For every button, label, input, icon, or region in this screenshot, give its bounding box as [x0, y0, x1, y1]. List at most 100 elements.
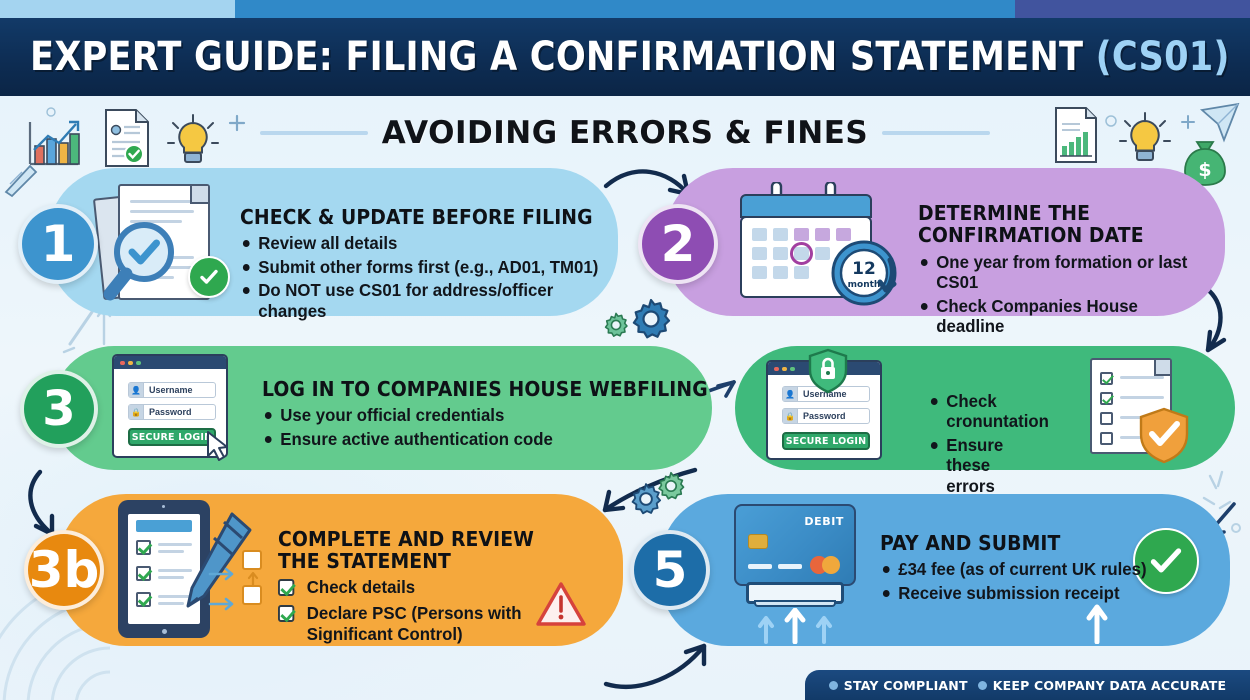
step-number-5: 5: [630, 530, 710, 610]
warning-triangle-icon: [536, 582, 586, 626]
calendar-cell: [794, 266, 809, 279]
calendar-illustration: 12 month: [738, 182, 908, 306]
footer-dot-icon: [828, 680, 838, 690]
user-icon: 👤: [783, 387, 798, 401]
step-4-heading: COMPLETE AND REVIEW THE STATEMENT: [278, 528, 598, 573]
gear-icon: [658, 471, 685, 500]
password-field[interactable]: 🔒 Password: [128, 404, 216, 420]
calendar-cell: [815, 247, 830, 260]
bullet-item: One year from formation or last CS01: [918, 252, 1206, 293]
bullet-item: Review all details: [240, 233, 605, 253]
footer-label: KEEP COMPANY DATA ACCURATE: [992, 677, 1227, 693]
check-label: Declare PSC (Persons with Significant Co…: [306, 602, 522, 644]
shield-lock-icon: [808, 348, 848, 394]
tablet-checklist-pen-illustration: [118, 500, 293, 640]
accent-segment-indigo: [1015, 0, 1250, 22]
step-number-3: 3: [20, 370, 98, 448]
doc-folded-corner: [1154, 360, 1170, 376]
tablet-line: [158, 602, 184, 605]
card-reader-base: [754, 600, 836, 607]
flow-to-checkbox-arrow: [208, 567, 234, 611]
accent-segment-light: [0, 0, 235, 22]
footer-bar: STAY COMPLIANT KEEP COMPANY DATA ACCURAT…: [805, 670, 1250, 700]
calendar-cell: [836, 228, 851, 241]
checklist-shield-illustration: [1082, 358, 1192, 464]
page-title-main: EXPERT GUIDE: FILING A CONFIRMATION STAT…: [30, 34, 1084, 80]
subtitle-row: AVOIDING ERRORS & FINES: [0, 102, 1250, 164]
card-number-stripe: [748, 564, 772, 569]
page-title-code: (CS01): [1095, 34, 1230, 80]
success-check-badge: [188, 256, 230, 298]
tablet-camera-dot: [162, 505, 165, 508]
tablet-line: [158, 569, 192, 572]
on-time-check-badge: [1133, 528, 1199, 594]
calendar-cell: [773, 228, 788, 241]
step-1-heading: CHECK & UPDATE BEFORE FILING: [240, 205, 593, 229]
username-placeholder: Username: [149, 385, 193, 395]
secure-login-button[interactable]: SECURE LOGIN: [128, 428, 216, 446]
calendar-body: [740, 216, 872, 298]
lock-icon: 🔒: [129, 405, 144, 419]
lock-icon: 🔒: [783, 409, 798, 423]
step-2-bullets: One year from formation or last CS01 Che…: [918, 252, 1218, 337]
cycle-unit: month: [848, 280, 881, 290]
subtitle-text: AVOIDING ERRORS & FINES: [381, 115, 869, 151]
flow-arrow-4-to-5: [603, 643, 707, 689]
step-3-bullets: Use your official credentials Ensure act…: [262, 405, 702, 449]
password-placeholder: Password: [149, 407, 192, 417]
doc-text-line: [130, 210, 194, 213]
step-number-1: 1: [18, 204, 98, 284]
checklist-box-checked: [1100, 372, 1113, 385]
tablet-line: [158, 543, 192, 546]
tablet-line: [158, 576, 184, 579]
check-icon: [278, 578, 295, 596]
step-2-heading: DETERMINE THE CONFIRMATION DATE: [918, 202, 1200, 247]
subtitle-rule-right: [882, 131, 991, 135]
twelve-month-cycle-icon: 12 month: [831, 240, 897, 306]
step-1-text: CHECK & UPDATE BEFORE FILING Review all …: [240, 206, 620, 324]
card-chip-icon: [748, 534, 768, 549]
checklist-line: [1120, 376, 1164, 379]
page-title: EXPERT GUIDE: FILING A CONFIRMATION STAT…: [30, 34, 1230, 80]
step-4-text: COMPLETE AND REVIEW THE STATEMENT Check …: [278, 528, 618, 650]
tablet-check-box: [136, 566, 151, 581]
window-dot-red: [774, 366, 779, 371]
calendar-cell: [773, 247, 788, 260]
check-icon: [278, 604, 295, 622]
calendar-cell: [752, 247, 767, 260]
check-item: Check details: [278, 577, 604, 598]
orange-check-box: [242, 585, 262, 605]
browser-window: 👤 Username 🔒 Password SECURE LOGIN: [112, 354, 228, 458]
orange-check-box: [242, 550, 262, 570]
step-5-text: PAY AND SUBMIT £34 fee (as of current UK…: [880, 532, 1220, 606]
doc-text-line: [130, 200, 194, 203]
step-1-bullets: Review all details Submit other forms fi…: [240, 233, 620, 321]
tablet-check-box: [136, 592, 151, 607]
secure-login-button[interactable]: SECURE LOGIN: [782, 432, 870, 450]
step-5-heading: PAY AND SUBMIT: [880, 531, 1061, 555]
footer-dot-icon: [977, 680, 987, 690]
password-field[interactable]: 🔒 Password: [782, 408, 870, 424]
payment-up-arrows-icon: [758, 608, 832, 644]
footer-label: STAY COMPLIANT: [843, 677, 968, 693]
up-arrow-icon: [247, 571, 259, 588]
footer-item-1: STAY COMPLIANT: [828, 677, 968, 693]
bullet-item: Ensure these errors: [928, 435, 1043, 496]
doc-folded-corner: [190, 186, 208, 204]
username-field[interactable]: 👤 Username: [782, 386, 870, 402]
window-dot-red: [120, 360, 125, 365]
debit-card: DEBIT: [734, 504, 856, 586]
accent-segment-medium: [235, 0, 1015, 22]
step-2-heading-line2: CONFIRMATION DATE: [918, 223, 1144, 248]
step-2-heading-line1: DETERMINE THE: [918, 201, 1091, 225]
footer-item-2: KEEP COMPANY DATA ACCURATE: [977, 677, 1227, 693]
window-titlebar: [114, 356, 226, 369]
step-4-heading-line2: THE STATEMENT: [278, 549, 451, 574]
cursor-icon: [207, 431, 228, 461]
submit-up-arrow-icon: [1086, 604, 1108, 644]
checklist-line: [1120, 396, 1164, 399]
tablet-line: [158, 550, 184, 553]
calendar-cell: [773, 266, 788, 279]
calendar-header: [740, 194, 872, 218]
username-field[interactable]: 👤 Username: [128, 382, 216, 398]
